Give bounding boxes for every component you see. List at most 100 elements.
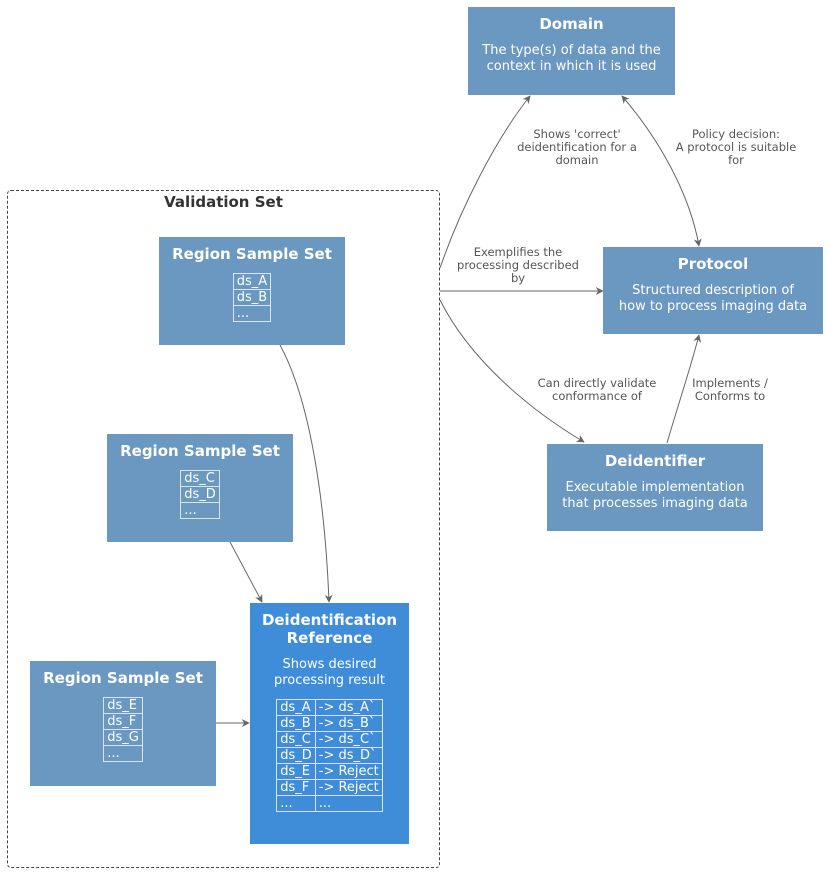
table-row: ds_A <box>232 273 272 290</box>
edge-domain-protocol <box>621 95 702 247</box>
edge-label-line: Shows 'correct' <box>533 127 621 141</box>
table-cell: ... <box>314 795 383 812</box>
deidentifier-title: Deidentifier <box>604 452 706 470</box>
region-sample-set-title: Region Sample Set <box>120 442 280 460</box>
edge-label-policy: Policy decision: A protocol is suitable … <box>665 128 807 167</box>
table-row: ds_E <box>103 697 143 714</box>
table-row: ds_G <box>103 729 143 746</box>
edge-label-validate: Can directly validate conformance of <box>526 377 668 403</box>
validation-set-title: Validation Set <box>164 193 283 211</box>
region-sample-set-3-node[interactable]: Region Sample Set ds_E ds_F ds_G ... <box>30 661 216 786</box>
table-cell: ... <box>232 305 272 322</box>
table-cell: ds_G <box>103 729 143 746</box>
reference-title: Deidentification Reference <box>250 611 409 647</box>
deidentification-reference-node[interactable]: Deidentification Reference Shows desired… <box>250 603 409 844</box>
table-cell: ds_F <box>276 779 316 796</box>
description-line: that processes imaging data <box>562 496 748 511</box>
edge-validation-to-deidentifier <box>439 299 585 443</box>
table-cell: ds_A <box>232 273 272 290</box>
domain-node[interactable]: Domain The type(s) of data and the conte… <box>468 7 675 95</box>
table-cell: ds_C <box>276 731 316 748</box>
table-row: ds_A-> ds_A` <box>276 699 383 716</box>
table-cell: ds_E <box>103 697 143 714</box>
table-cell: ds_B <box>232 289 272 306</box>
region-sample-set-2-node[interactable]: Region Sample Set ds_C ds_D ... <box>107 434 293 542</box>
edge-label-line: Exemplifies the <box>473 245 563 259</box>
table-row: ds_F <box>103 713 143 730</box>
edge-label-line: by <box>510 271 526 285</box>
description-line: Executable implementation <box>565 480 745 495</box>
deidentifier-description: Executable implementation that processes… <box>547 480 763 512</box>
table-row: ds_D-> ds_D` <box>276 747 383 764</box>
table-row: ds_F-> Reject <box>276 779 383 796</box>
edge-region1-to-reference <box>279 344 333 603</box>
edge-label-line: domain <box>555 153 599 167</box>
description-line: how to process imaging data <box>618 299 808 314</box>
table-row: ds_C <box>180 470 220 487</box>
table-row: ds_C-> ds_C` <box>276 731 383 748</box>
edge-label-line: for <box>728 153 744 167</box>
protocol-title: Protocol <box>677 255 749 273</box>
region-sample-set-1-node[interactable]: Region Sample Set ds_A ds_B ... <box>159 237 345 345</box>
edge-label-line: Policy decision: <box>691 127 780 141</box>
domain-title: Domain <box>539 15 604 33</box>
table-row: ... <box>180 502 220 519</box>
table-cell: ds_C <box>180 470 220 487</box>
reference-description: Shows desired processing result <box>250 657 409 689</box>
table-cell: -> ds_C` <box>314 731 383 748</box>
table-cell: ds_F <box>103 713 143 730</box>
validation-set-group <box>7 190 440 868</box>
table-cell: -> Reject <box>314 779 383 796</box>
region-sample-set-title: Region Sample Set <box>172 245 332 263</box>
deidentifier-node[interactable]: Deidentifier Executable implementation t… <box>547 444 763 531</box>
table-cell: ds_B <box>276 715 316 732</box>
table-cell: ds_E <box>276 763 316 780</box>
edge-label-line: processing described <box>457 258 579 272</box>
edge-label-line: Conforms to <box>694 389 766 403</box>
region-sample-set-table: ds_C ds_D ... <box>180 470 220 519</box>
protocol-node[interactable]: Protocol Structured description of how t… <box>603 247 823 334</box>
table-row: ... <box>103 745 143 762</box>
table-row: ... <box>232 305 272 322</box>
table-row: ds_E-> Reject <box>276 763 383 780</box>
edge-deidentifier-to-protocol <box>666 334 702 444</box>
table-cell: ... <box>276 795 316 812</box>
edge-label-line: conformance of <box>552 389 642 403</box>
edge-region2-to-reference <box>229 541 263 603</box>
description-line: Shows desired <box>282 657 377 672</box>
title-line: Reference <box>286 629 373 647</box>
domain-description: The type(s) of data and the context in w… <box>468 43 675 75</box>
table-cell: -> Reject <box>314 763 383 780</box>
edge-label-shows-correct: Shows 'correct' deidentification for a d… <box>507 128 647 167</box>
table-cell: -> ds_A` <box>314 699 383 716</box>
table-cell: ds_D <box>180 486 220 503</box>
table-cell: -> ds_B` <box>314 715 383 732</box>
description-line: processing result <box>274 673 385 688</box>
table-cell: ... <box>180 502 220 519</box>
table-cell: ... <box>103 745 143 762</box>
edge-label-exemplifies: Exemplifies the processing described by <box>446 246 590 285</box>
table-cell: -> ds_D` <box>314 747 383 764</box>
table-row: ds_B <box>232 289 272 306</box>
region-sample-set-table: ds_E ds_F ds_G ... <box>103 697 143 762</box>
table-row: ds_D <box>180 486 220 503</box>
protocol-description: Structured description of how to process… <box>603 283 823 315</box>
edge-validation-to-domain <box>439 95 531 269</box>
table-cell: ds_A <box>276 699 316 716</box>
description-line: context in which it is used <box>486 59 657 74</box>
edge-label-line: A protocol is suitable <box>675 140 797 154</box>
reference-mapping-table: ds_A-> ds_A` ds_B-> ds_B` ds_C-> ds_C` d… <box>276 699 383 812</box>
title-line: Deidentification <box>261 611 398 629</box>
edge-label-line: Can directly validate <box>537 376 657 390</box>
table-cell: ds_D <box>276 747 316 764</box>
edge-label-implements: Implements / Conforms to <box>676 377 784 403</box>
table-row: ds_B-> ds_B` <box>276 715 383 732</box>
region-sample-set-title: Region Sample Set <box>43 669 203 687</box>
description-line: Structured description of <box>632 283 794 298</box>
edge-label-line: deidentification for a <box>517 140 637 154</box>
region-sample-set-table: ds_A ds_B ... <box>232 273 272 322</box>
description-line: The type(s) of data and the <box>482 43 661 58</box>
edge-label-line: Implements / <box>692 376 768 390</box>
